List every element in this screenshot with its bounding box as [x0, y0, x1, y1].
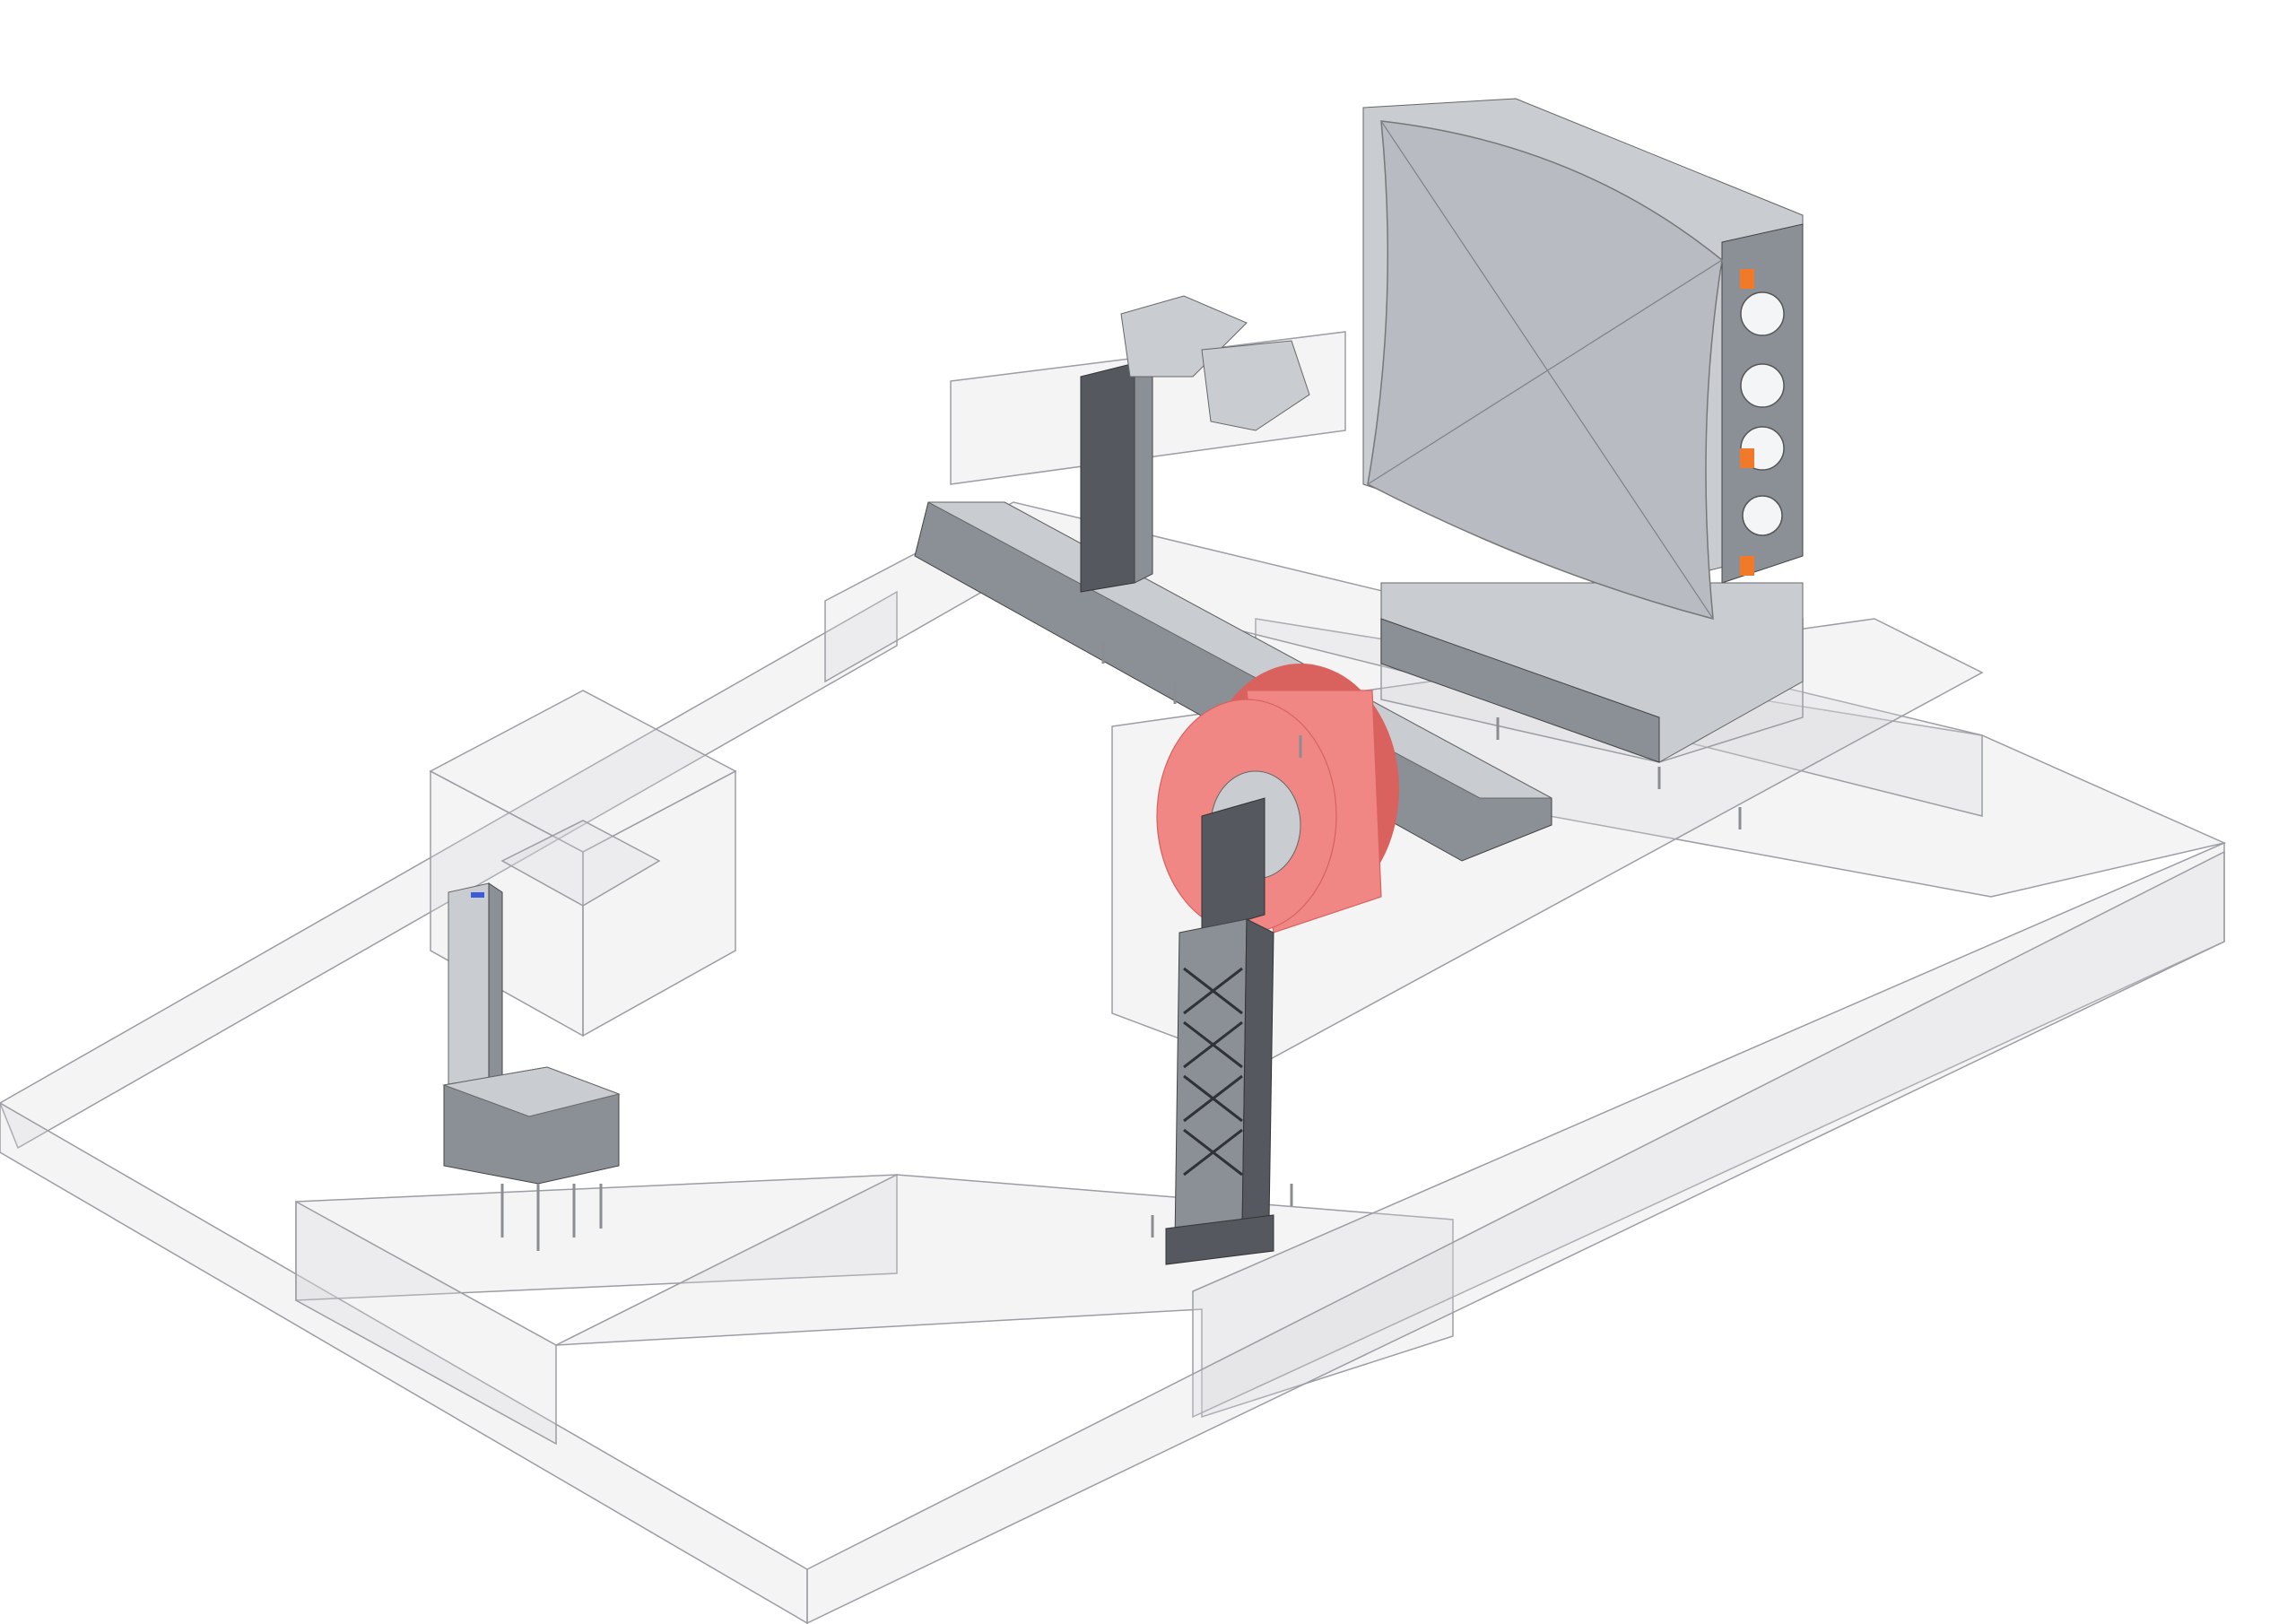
anchor-bolts [500, 1184, 603, 1251]
foundation-left-arm [0, 1102, 808, 1624]
foundation-front-riser [295, 1200, 557, 1446]
feed-mast [1080, 362, 1135, 593]
drum-positioner-assembly [1156, 664, 1399, 1265]
tower-base [1165, 1214, 1274, 1265]
probe-column-front [448, 882, 490, 1099]
positioner-head [1201, 797, 1265, 934]
cube-inner [500, 820, 661, 907]
anchor-bolt-markers [1101, 641, 1742, 1238]
frame-hole [1740, 291, 1785, 336]
probe-base-top [442, 1066, 621, 1117]
foundation-top-face [0, 590, 898, 1150]
probe-column-assembly [442, 882, 621, 1251]
probe-column-side [488, 882, 503, 1090]
frame-hole [1742, 495, 1783, 536]
probe-blue-tag [471, 892, 484, 898]
reflector-seam [1380, 120, 1714, 620]
reflector-base-front [1380, 618, 1660, 763]
feed-mast-side [1134, 362, 1153, 584]
reflector-assembly [1362, 98, 1804, 763]
frame-hole [1740, 363, 1785, 408]
reflector-seam [1367, 259, 1723, 485]
orange-clamp [1740, 448, 1754, 468]
feed-horn-lower [1201, 340, 1310, 431]
orange-clamp [1740, 556, 1754, 576]
orange-clamp [1740, 269, 1754, 289]
foundation-slab [0, 331, 2227, 1624]
tower-bracing [1183, 967, 1243, 1177]
lattice-tower-side [1241, 918, 1274, 1229]
foundation-bottom-rim [806, 850, 2225, 1624]
cube-right [582, 769, 736, 1038]
